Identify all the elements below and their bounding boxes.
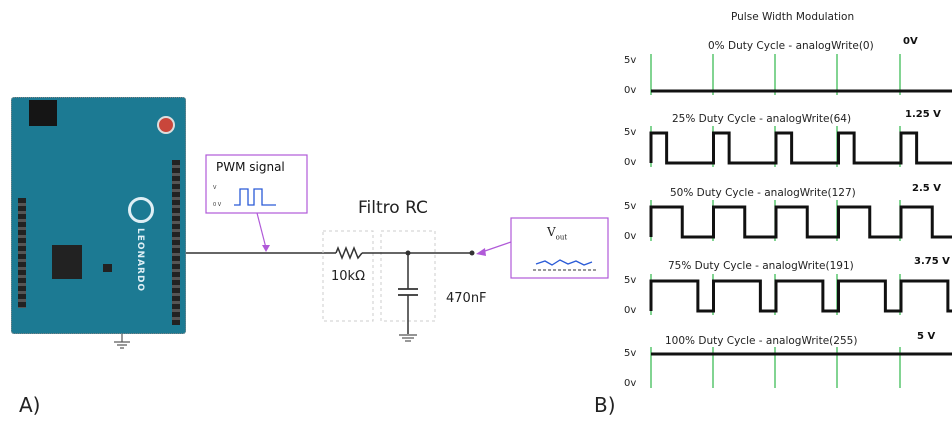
vout-callout-pointer: [481, 241, 512, 253]
pwm-waveform-1: [649, 131, 952, 165]
y-high-label: 5v: [624, 55, 637, 66]
y-high-label: 5v: [624, 201, 637, 212]
arduino-board: LEONARDO: [11, 97, 186, 334]
output-voltage-label: 3.75 V: [914, 256, 950, 267]
pwm-callout-box: [205, 154, 308, 214]
y-high-label: 5v: [624, 127, 637, 138]
y-low-label: 0v: [624, 305, 637, 316]
duty-cycle-label: 25% Duty Cycle - analogWrite(64): [672, 113, 852, 125]
header-pins-right: [172, 160, 180, 325]
vout-callout-arrowhead: [476, 248, 486, 256]
capacitor-ground-symbol: [399, 334, 417, 342]
filter-title: Filtro RC: [358, 198, 428, 218]
small-chip: [103, 264, 112, 272]
vout-callout-title: Vout: [547, 225, 567, 241]
capacitor-value: 470nF: [446, 291, 487, 306]
y-low-label: 0v: [624, 157, 637, 168]
pwm-callout-wave: [234, 188, 276, 206]
output-voltage-label: 5 V: [917, 331, 936, 342]
pwm-callout-zero-label: 0 V: [213, 202, 222, 208]
vout-callout-box: [510, 217, 609, 279]
vout-symbol: V: [547, 225, 556, 239]
y-high-label: 5v: [624, 275, 637, 286]
pwm-waveform-2: [649, 205, 952, 239]
reset-button: [157, 116, 175, 134]
duty-cycle-label: 50% Duty Cycle - analogWrite(127): [670, 187, 856, 199]
header-pins-left: [18, 198, 26, 308]
duty-cycle-label: 75% Duty Cycle - analogWrite(191): [668, 260, 854, 272]
pwm-callout-arrowhead: [262, 245, 270, 252]
output-voltage-label: 0V: [903, 36, 918, 47]
pwm-chart-title: Pulse Width Modulation: [731, 11, 855, 23]
output-voltage-label: 1.25 V: [905, 109, 941, 120]
pwm-callout-title: PWM signal: [216, 160, 285, 174]
pwm-callout-pointer: [256, 212, 267, 249]
pwm-waveform-3: [649, 279, 952, 313]
output-dot: [469, 250, 475, 256]
usb-connector: [29, 100, 57, 126]
microcontroller-chip: [52, 245, 82, 279]
resistor-symbol: [335, 245, 363, 261]
output-voltage-label: 2.5 V: [912, 183, 941, 194]
y-low-label: 0v: [624, 378, 637, 389]
vout-subscript: out: [555, 233, 568, 242]
pwm-callout-vcc-label: V: [213, 185, 217, 191]
y-low-label: 0v: [624, 231, 637, 242]
arduino-ground-symbol: [114, 334, 130, 349]
resistor-dashed-box: [322, 230, 374, 322]
duty-cycle-label: 0% Duty Cycle - analogWrite(0): [708, 40, 874, 52]
panel-a-label: A): [19, 393, 41, 417]
vout-callout-wave: [535, 259, 593, 266]
arduino-logo: [128, 197, 154, 223]
y-low-label: 0v: [624, 85, 637, 96]
y-high-label: 5v: [624, 348, 637, 359]
duty-cycle-label: 100% Duty Cycle - analogWrite(255): [665, 335, 858, 347]
panel-b-label: B): [594, 393, 616, 417]
resistor-value: 10kΩ: [331, 269, 366, 284]
